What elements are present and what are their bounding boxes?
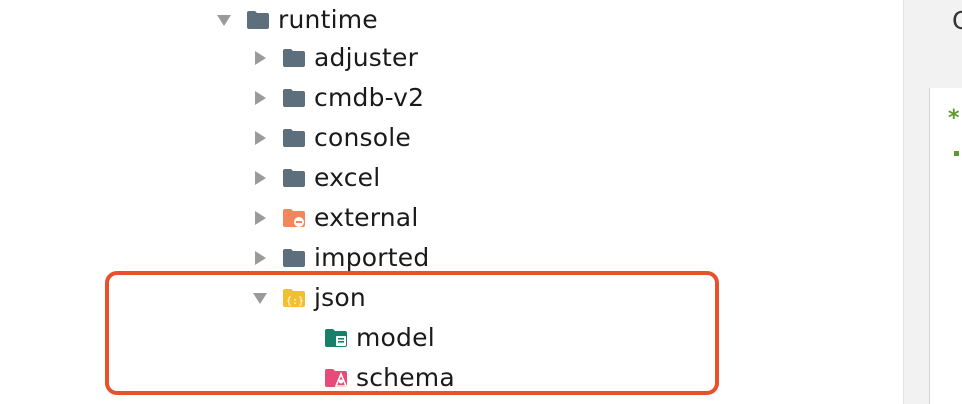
marker-asterisk: *: [948, 106, 960, 131]
tree-item-label: model: [356, 323, 435, 352]
tree-item-adjuster[interactable]: adjuster: [252, 38, 418, 78]
editor-gutter: [929, 88, 962, 404]
tree-item-label: runtime: [278, 5, 378, 34]
folder-icon: [282, 168, 306, 188]
tree-item-model[interactable]: model: [324, 318, 435, 358]
tree-item-external[interactable]: external: [252, 198, 418, 238]
tree-item-console[interactable]: console: [252, 118, 411, 158]
expand-arrow-right-icon[interactable]: [252, 250, 268, 266]
schema-folder-icon: [324, 368, 348, 388]
tree-item-schema[interactable]: schema: [324, 358, 455, 398]
tree-item-cmdb-v2[interactable]: cmdb-v2: [252, 78, 424, 118]
expand-arrow-down-icon[interactable]: [252, 290, 268, 306]
project-tree: runtime adjuster cmdb-v2 console: [105, 0, 719, 398]
json-folder-icon: {:}: [282, 288, 306, 308]
tree-item-label: imported: [314, 243, 430, 272]
folder-icon: [282, 88, 306, 108]
folder-icon: [282, 248, 306, 268]
tree-item-json[interactable]: {:} json: [252, 278, 366, 318]
tree-item-label: console: [314, 123, 411, 152]
tree-item-label: external: [314, 203, 419, 232]
folder-icon: [246, 10, 270, 30]
panel-tab-letter[interactable]: C: [952, 6, 962, 35]
highlight-box: [105, 271, 719, 395]
tree-item-runtime[interactable]: runtime: [216, 0, 378, 40]
tree-item-label: schema: [356, 363, 455, 392]
tree-item-label: adjuster: [314, 43, 419, 72]
svg-text:{:}: {:}: [286, 296, 304, 307]
tree-item-excel[interactable]: excel: [252, 158, 380, 198]
model-folder-icon: [324, 328, 348, 348]
tree-item-imported[interactable]: imported: [252, 238, 429, 278]
expand-arrow-down-icon[interactable]: [216, 12, 232, 28]
tree-item-label: json: [314, 283, 366, 312]
expand-arrow-right-icon[interactable]: [252, 50, 268, 66]
folder-icon: [282, 48, 306, 68]
expand-arrow-right-icon[interactable]: [252, 90, 268, 106]
excluded-folder-icon: [282, 208, 306, 228]
expand-arrow-right-icon[interactable]: [252, 210, 268, 226]
expand-arrow-right-icon[interactable]: [252, 130, 268, 146]
expand-arrow-right-icon[interactable]: [252, 170, 268, 186]
tree-item-label: excel: [314, 163, 381, 192]
folder-icon: [282, 128, 306, 148]
tree-item-label: cmdb-v2: [314, 83, 425, 112]
marker-dot: [954, 151, 959, 156]
